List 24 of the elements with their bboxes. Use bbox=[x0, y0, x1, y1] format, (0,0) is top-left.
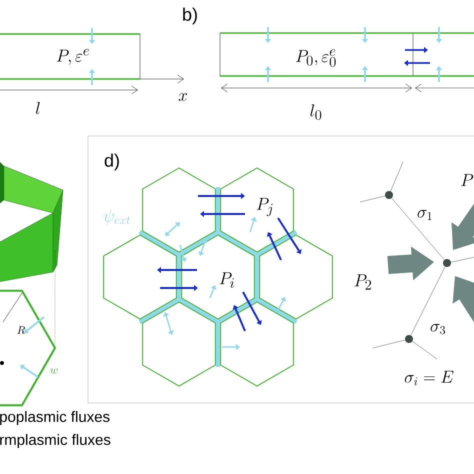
math-label: $w$ bbox=[50, 368, 58, 374]
math-label: $\psi_{ext}$ bbox=[104, 209, 130, 225]
math-label: $P_{2}$ bbox=[354, 274, 372, 290]
legend-text: rmplasmic fluxes bbox=[0, 434, 110, 448]
panel-label: b) bbox=[183, 8, 197, 24]
math-label: $P_{j}$ bbox=[256, 198, 273, 216]
math-label: $l_{0}$ bbox=[310, 104, 322, 120]
math-label: $R$ bbox=[17, 326, 26, 334]
wall-line bbox=[410, 266, 446, 336]
edge-label: $\sigma_{3}$ bbox=[430, 324, 445, 334]
junction-dot bbox=[443, 259, 451, 267]
math-label: $\sigma_{i}=E$ bbox=[404, 370, 454, 386]
junction-dot bbox=[385, 191, 393, 199]
junction-dot bbox=[405, 335, 413, 343]
math-label: $P,\varepsilon^{e}$ bbox=[56, 48, 89, 65]
math-label: $P$ bbox=[461, 174, 474, 186]
math-label: $P_{i}$ bbox=[220, 272, 234, 288]
legend-text: poplasmic fluxes bbox=[0, 411, 110, 425]
edge-label: $\sigma_{1}$ bbox=[418, 210, 432, 220]
math-label: $x$ bbox=[178, 93, 188, 101]
math-label: $P_{0},\varepsilon_{0}^{e}$ bbox=[296, 49, 336, 67]
wall-line bbox=[392, 198, 444, 260]
math-label: $l$ bbox=[36, 102, 40, 114]
panel-label: d) bbox=[104, 154, 119, 170]
